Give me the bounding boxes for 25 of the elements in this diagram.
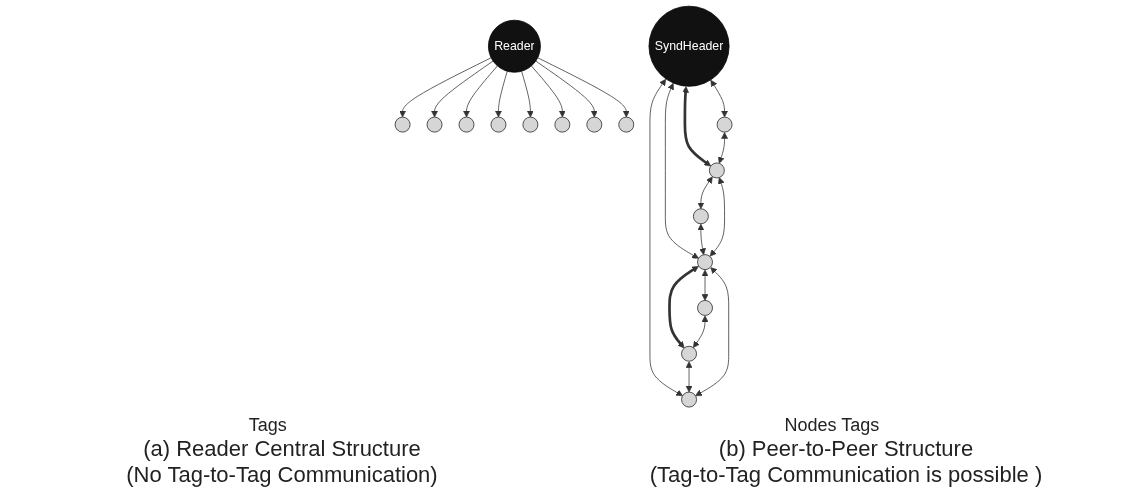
node-circle bbox=[427, 116, 443, 133]
node-circle bbox=[459, 116, 475, 133]
arrow bbox=[668, 266, 700, 349]
node-circle bbox=[491, 116, 507, 133]
node-circle bbox=[681, 391, 698, 408]
node-circle bbox=[395, 116, 411, 133]
node-circle bbox=[522, 116, 539, 133]
node-circle: Reader bbox=[488, 19, 542, 73]
caption: (No Tag-to-Tag Communication) bbox=[125, 462, 439, 488]
node-circle: SyndHeader bbox=[649, 5, 730, 87]
caption: (b) Peer-to-Peer Structure bbox=[717, 436, 975, 462]
node-circle bbox=[681, 345, 698, 362]
node-circle bbox=[586, 116, 603, 133]
node-circle bbox=[693, 208, 710, 225]
node-circle bbox=[554, 116, 571, 133]
group-label: Nodes Tags bbox=[784, 415, 880, 436]
node-circle bbox=[697, 300, 714, 316]
group-label: Tags bbox=[248, 415, 287, 436]
arrow bbox=[682, 86, 712, 167]
caption: (a) Reader Central Structure bbox=[142, 436, 422, 462]
node-circle bbox=[618, 116, 635, 133]
node-circle bbox=[709, 162, 726, 179]
caption: (Tag-to-Tag Communication is possible ) bbox=[648, 462, 1044, 488]
node-circle bbox=[697, 254, 714, 270]
node-circle bbox=[717, 116, 733, 133]
